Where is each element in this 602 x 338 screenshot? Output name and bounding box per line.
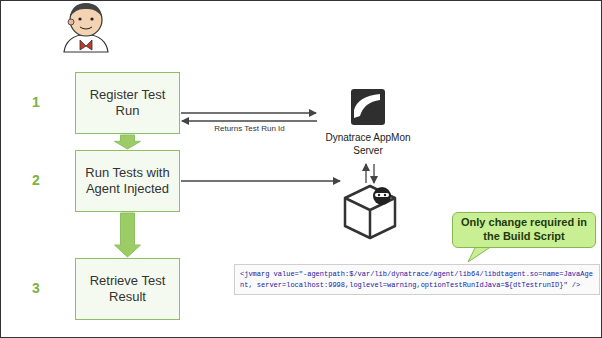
- connector: [115, 135, 141, 149]
- message-arrow: [181, 112, 316, 113]
- message-arrow: [182, 120, 317, 121]
- process-box: Register Test Run: [75, 72, 180, 134]
- callout-number: 1: [32, 94, 40, 110]
- server-to-agent-arrow: [373, 164, 374, 183]
- logo-body: [351, 89, 385, 125]
- callout-pointer: [468, 246, 492, 262]
- connector: [182, 121, 317, 122]
- inject-arrow: [181, 180, 340, 181]
- callout-number: 2: [32, 172, 40, 188]
- flow-arrow: [115, 213, 141, 257]
- node-text: Dynatrace AppMon Server: [318, 132, 418, 157]
- connector: [115, 213, 141, 257]
- node-text: Register Test Run: [82, 87, 173, 118]
- process-box: Run Tests with Agent Injected: [75, 150, 180, 212]
- callout-number: 3: [32, 280, 40, 296]
- node-text: Only change required in the Build Script: [461, 216, 587, 244]
- node-text: Run Tests with Agent Injected: [82, 165, 173, 196]
- connector: [181, 113, 316, 114]
- node-text: Retrieve Test Result: [82, 273, 173, 304]
- code-box: <jvmarg value="-agentpath:$/var/lib/dyna…: [234, 264, 600, 295]
- jenkins-icon: [64, 3, 108, 52]
- logo-stripe: [354, 94, 380, 118]
- process-box: Retrieve Test Result: [75, 258, 180, 320]
- dynatrace-logo: [350, 88, 386, 126]
- agent-to-server-arrow: [365, 164, 366, 183]
- callout-box: Only change required in the Build Script: [452, 212, 596, 248]
- flow-arrow: [115, 135, 141, 149]
- edge-label: Returns Test Run Id: [212, 124, 287, 133]
- server-node: Dynatrace AppMon Server: [318, 88, 418, 160]
- node-text: <jvmarg value="-agentpath:$/var/lib/dyna…: [240, 269, 594, 290]
- agent-icon: [345, 186, 395, 238]
